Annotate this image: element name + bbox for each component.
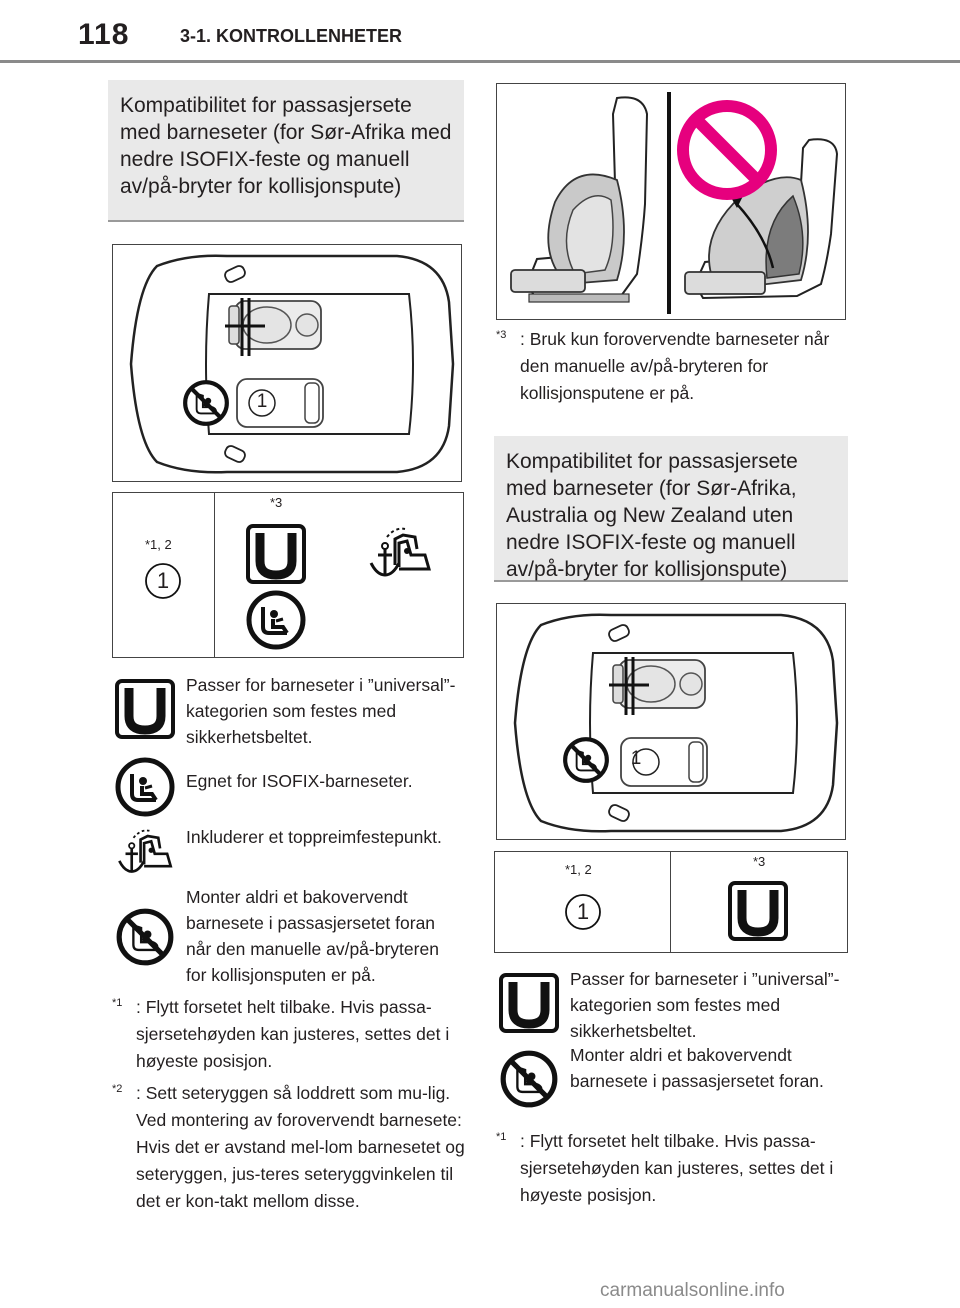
legend-text: Monter aldri et bakovervendt barnesete i… <box>570 1045 824 1091</box>
legend-text: Inkluderer et toppreimfestepunkt. <box>186 827 442 847</box>
legend-item-tether: Inkluderer et toppreimfestepunkt. <box>114 824 464 880</box>
col1-note: *1, 2 <box>565 862 592 877</box>
legend-item-universal: Passer for barneseter i ”universal”-kate… <box>114 672 464 750</box>
col1-value: 1 <box>156 568 170 593</box>
legend-text: Egnet for ISOFIX-barneseter. <box>186 771 413 791</box>
footnote-text: : Bruk kun forovervendte barneseter når … <box>520 329 830 403</box>
left-heading-text: Kompatibilitet for passasjersete med bar… <box>120 94 452 198</box>
no-rear-facing-icon <box>185 382 227 424</box>
legend-text: Passer for barneseter i ”universal”-kate… <box>186 675 456 747</box>
legend-text: Monter aldri et bakovervendt barnesete i… <box>186 887 439 985</box>
no-rear-facing-icon <box>565 739 607 781</box>
universal-u-icon <box>245 523 307 585</box>
page-number: 118 <box>78 18 130 51</box>
footnote-text: : Sett seteryggen så loddrett som mu-lig… <box>136 1083 465 1211</box>
no-rear-facing-icon <box>498 1048 560 1110</box>
left-table-col2: *3 <box>215 493 463 657</box>
col2-note: *3 <box>753 854 766 869</box>
no-rear-facing-icon <box>114 906 176 968</box>
footnote-mark: *1 <box>112 997 123 1009</box>
top-tether-anchor-icon <box>369 527 431 577</box>
right-compat-table: *1, 2 1 *3 <box>494 851 848 953</box>
left-car-diagram: 1 <box>112 244 462 482</box>
footnote-mark: *1 <box>496 1131 507 1143</box>
isofix-seat-icon <box>245 589 307 651</box>
universal-u-icon <box>727 880 789 942</box>
right-table-col1: *1, 2 1 <box>495 852 671 952</box>
col1-note: *1, 2 <box>145 537 172 552</box>
left-section-heading: Kompatibilitet for passasjersete med bar… <box>108 80 464 222</box>
right-footnote-3: *3 : Bruk kun forovervendte barneseter n… <box>496 326 848 407</box>
left-seat-number: 1 <box>256 391 268 412</box>
universal-u-icon <box>114 678 176 740</box>
right-footnote-1: *1 : Flytt forsetet helt tilbake. Hvis p… <box>496 1128 850 1209</box>
header-rule <box>0 60 960 63</box>
rear-facing-prohibited-illustration <box>496 83 846 320</box>
right-seat-number: 1 <box>630 748 642 769</box>
legend-item-universal: Passer for barneseter i ”universal”-kate… <box>498 966 848 1044</box>
right-car-diagram: 1 <box>496 603 846 840</box>
left-footnote-1: *1 : Flytt forsetet helt tilbake. Hvis p… <box>112 994 466 1075</box>
footnote-text: : Flytt forsetet helt tilbake. Hvis pass… <box>136 997 450 1071</box>
legend-text: Passer for barneseter i ”universal”-kate… <box>570 969 840 1041</box>
isofix-seat-icon <box>114 756 176 818</box>
left-compat-table: *1, 2 1 *3 <box>112 492 464 658</box>
prohibition-icon <box>677 100 777 200</box>
right-table-col2: *3 <box>671 852 847 952</box>
footnote-mark: *2 <box>112 1083 123 1095</box>
legend-item-isofix: Egnet for ISOFIX-barneseter. <box>114 756 464 818</box>
section-title: 3-1. KONTROLLENHETER <box>180 26 403 46</box>
legend-item-no-rear-facing: Monter aldri et bakovervendt barnesete i… <box>498 1042 848 1110</box>
col2-note: *3 <box>270 495 283 510</box>
legend-item-no-rear-facing: Monter aldri et bakovervendt barnesete i… <box>114 884 464 988</box>
left-footnote-2: *2 : Sett seteryggen så loddrett som mu-… <box>112 1080 466 1215</box>
top-tether-anchor-icon <box>117 828 173 873</box>
universal-u-icon <box>498 972 560 1034</box>
footnote-mark: *3 <box>496 329 507 341</box>
forward-facing-seat-illustration <box>510 96 649 303</box>
left-table-col1: *1, 2 1 <box>113 493 215 657</box>
footnote-text: : Flytt forsetet helt tilbake. Hvis pass… <box>520 1131 834 1205</box>
right-section-heading: Kompatibilitet for passasjersete med bar… <box>494 436 848 582</box>
right-heading-text: Kompatibilitet for passasjersete med bar… <box>506 450 798 581</box>
col1-value: 1 <box>576 899 590 924</box>
watermark: carmanualsonline.info <box>600 1280 785 1301</box>
